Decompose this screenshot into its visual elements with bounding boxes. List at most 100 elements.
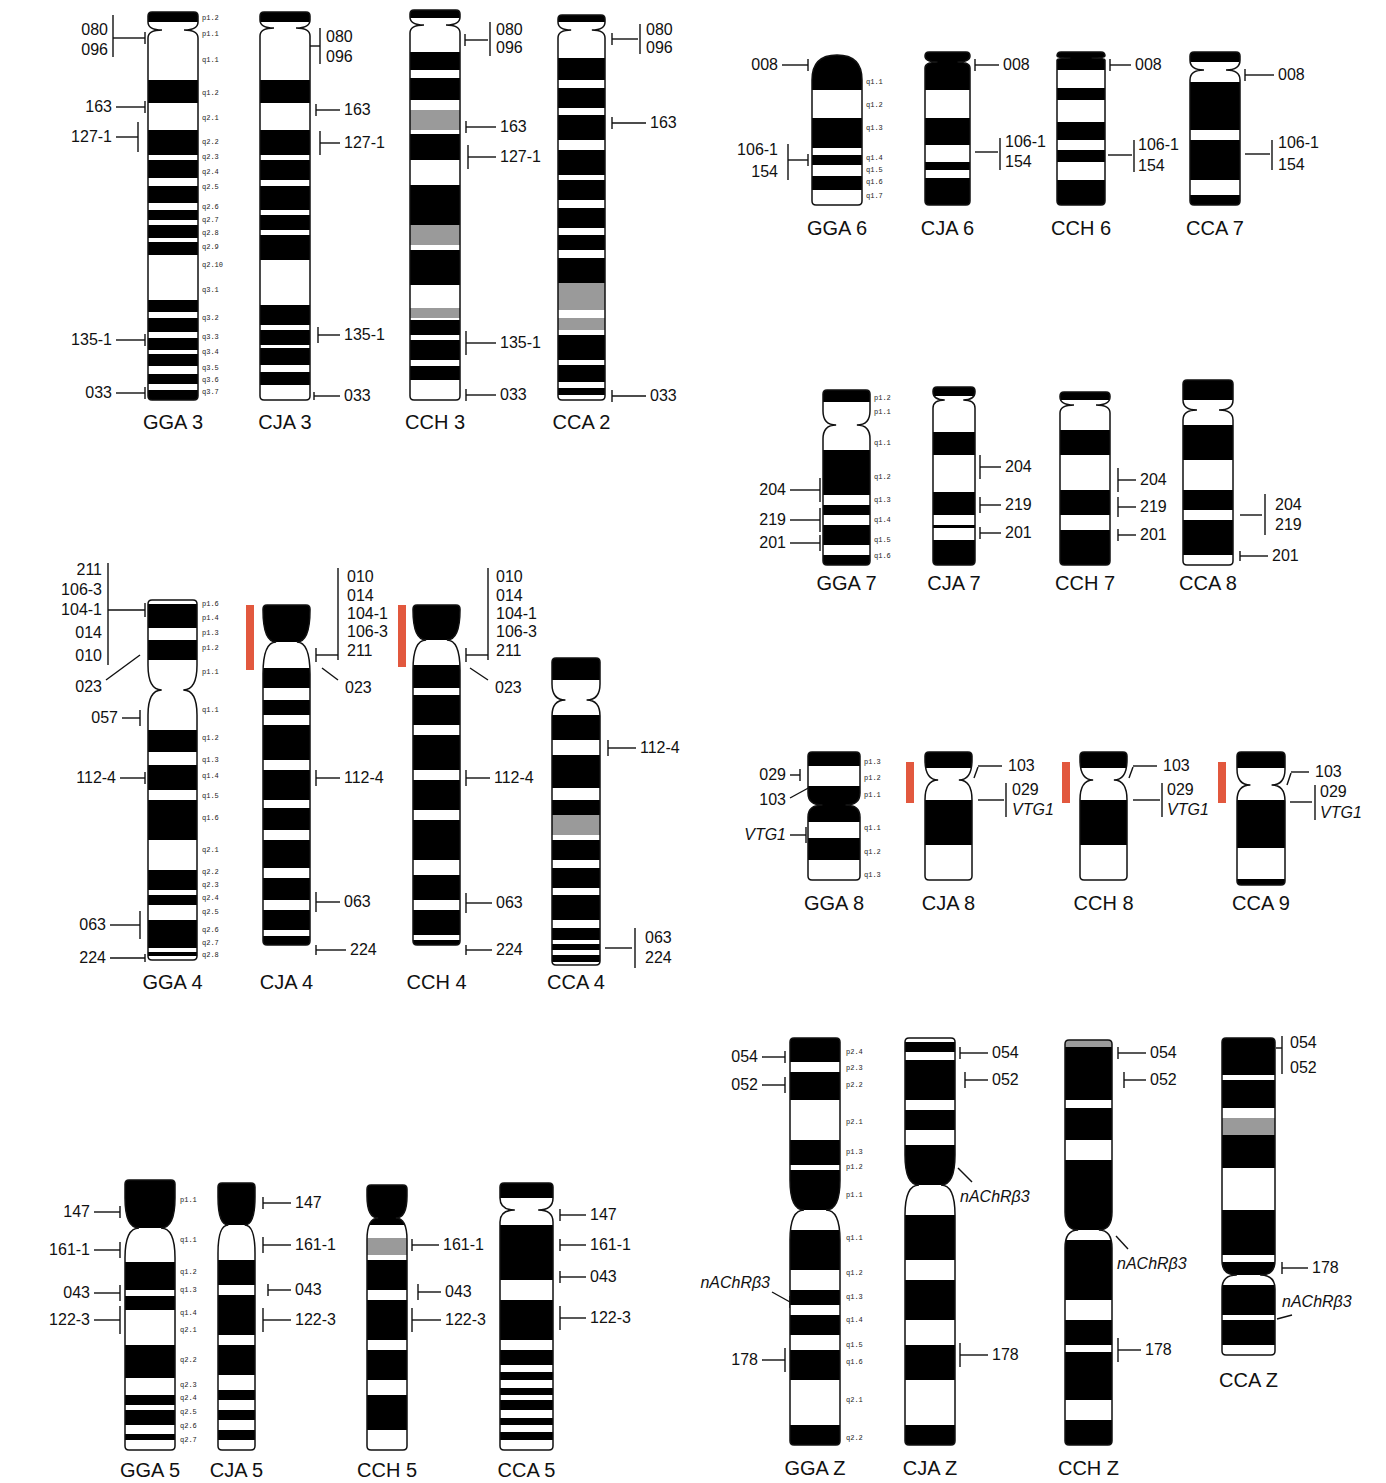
marker-label: 163 bbox=[650, 115, 677, 131]
leader-line bbox=[560, 1276, 586, 1277]
leader-line bbox=[116, 339, 145, 340]
band-group bbox=[1079, 752, 1128, 845]
dark-band bbox=[822, 450, 871, 495]
chromosome-name: CCA 5 bbox=[498, 1460, 556, 1480]
band-label: q2.1 bbox=[180, 1327, 197, 1334]
leader-line bbox=[1129, 767, 1133, 778]
marker-label: 029 bbox=[759, 767, 786, 783]
leader-line bbox=[108, 609, 145, 610]
chromosome-ground bbox=[410, 10, 460, 400]
chromosome-ground bbox=[1190, 52, 1240, 205]
marker-label: 127-1 bbox=[500, 149, 541, 165]
band-label: p2.1 bbox=[846, 1119, 863, 1126]
leader-line bbox=[980, 504, 1001, 505]
chromosome-name: GGA 5 bbox=[120, 1460, 180, 1480]
leader-line bbox=[819, 508, 820, 532]
marker-label: 014 bbox=[347, 588, 374, 604]
rearrangement-bar bbox=[1218, 762, 1226, 803]
dark-band bbox=[924, 800, 973, 845]
leader-line bbox=[965, 1079, 988, 1080]
dark-band bbox=[551, 800, 601, 815]
band-label: q2.6 bbox=[202, 927, 219, 934]
dark-band bbox=[409, 250, 461, 285]
dark-band bbox=[1182, 490, 1234, 510]
marker-label: 161-1 bbox=[443, 1237, 484, 1253]
leader-line bbox=[605, 947, 632, 948]
leader-line bbox=[978, 799, 1004, 800]
leader-line bbox=[120, 777, 145, 778]
dark-band bbox=[551, 955, 601, 962]
chromosome-outline bbox=[411, 603, 462, 947]
marker-label: VTG1 bbox=[1012, 802, 1054, 818]
chromosome-ideogram: CJA 8 bbox=[925, 752, 972, 880]
dark-band bbox=[904, 1145, 956, 1185]
dark-band bbox=[499, 1183, 554, 1198]
chromosome-outline bbox=[408, 8, 462, 402]
marker-label: 096 bbox=[646, 40, 673, 56]
chromosome-ideogram: CJA 6 bbox=[925, 52, 970, 205]
band-label: q1.5 bbox=[866, 167, 883, 174]
grey-band bbox=[1064, 1040, 1113, 1047]
chromosome-outline bbox=[1188, 50, 1242, 207]
marker-label: 080 bbox=[81, 22, 108, 38]
dark-band bbox=[259, 348, 311, 365]
dark-band bbox=[789, 1072, 841, 1100]
marker-label: 054 bbox=[1150, 1045, 1177, 1061]
leader-line bbox=[316, 901, 340, 902]
dark-band bbox=[807, 752, 861, 766]
marker-label: 063 bbox=[344, 894, 371, 910]
marker-label: 112-4 bbox=[640, 740, 680, 756]
marker-label: 043 bbox=[590, 1269, 617, 1285]
leader-line bbox=[313, 392, 314, 400]
rearrangement-bar bbox=[906, 762, 914, 803]
leader-line bbox=[1110, 64, 1131, 65]
band-group bbox=[932, 387, 976, 565]
chromosome-ground bbox=[218, 1183, 255, 1450]
chromosome-ideogram: GGA Z bbox=[790, 1038, 840, 1445]
dark-band bbox=[147, 765, 198, 790]
chromosome-name: CJA 5 bbox=[210, 1460, 263, 1480]
marker-label: 135-1 bbox=[71, 332, 112, 348]
grey-band bbox=[409, 308, 461, 318]
leader-line bbox=[337, 568, 338, 660]
chromosome-ground bbox=[1065, 1040, 1112, 1445]
leader-line bbox=[790, 489, 820, 490]
band-label: q3.1 bbox=[202, 287, 219, 294]
marker-label: 106-3 bbox=[347, 624, 388, 640]
marker-label: 010 bbox=[347, 569, 374, 585]
marker-label: 204 bbox=[1005, 459, 1032, 475]
leader-line bbox=[1118, 534, 1136, 535]
chromosome-name: CCH 8 bbox=[1073, 893, 1133, 913]
leader-line bbox=[1264, 494, 1265, 535]
chromosome-outline bbox=[365, 1183, 409, 1452]
leader-line bbox=[978, 765, 1002, 766]
chromosome-ground bbox=[808, 752, 860, 880]
band-label: q2.4 bbox=[202, 895, 219, 902]
dark-band bbox=[499, 1388, 554, 1395]
band-label: q3.2 bbox=[202, 315, 219, 322]
dark-band bbox=[412, 605, 461, 640]
dark-band bbox=[147, 338, 199, 350]
dark-band bbox=[932, 540, 976, 565]
leader-line bbox=[94, 1292, 120, 1293]
dark-band bbox=[551, 715, 601, 740]
leader-line bbox=[611, 390, 612, 402]
marker-label: 201 bbox=[1140, 527, 1167, 543]
band-group bbox=[259, 12, 311, 385]
leader-line bbox=[144, 954, 145, 962]
marker-label: 224 bbox=[496, 942, 523, 958]
band-label: q2.9 bbox=[202, 244, 219, 251]
leader-line bbox=[819, 478, 820, 502]
leader-line bbox=[465, 770, 466, 786]
marker-label: 008 bbox=[1003, 57, 1030, 73]
marker-label: 106-3 bbox=[496, 624, 537, 640]
band-label: p1.1 bbox=[202, 31, 219, 38]
chromosome-name: CJA 3 bbox=[258, 412, 311, 432]
dark-band bbox=[904, 1280, 956, 1320]
dark-band bbox=[147, 186, 199, 203]
dark-band bbox=[124, 1262, 176, 1290]
chromosome-border bbox=[1065, 1040, 1112, 1445]
chromosome-outline bbox=[810, 53, 864, 207]
leader-line bbox=[1239, 551, 1240, 561]
marker-label: 154 bbox=[1005, 154, 1032, 170]
